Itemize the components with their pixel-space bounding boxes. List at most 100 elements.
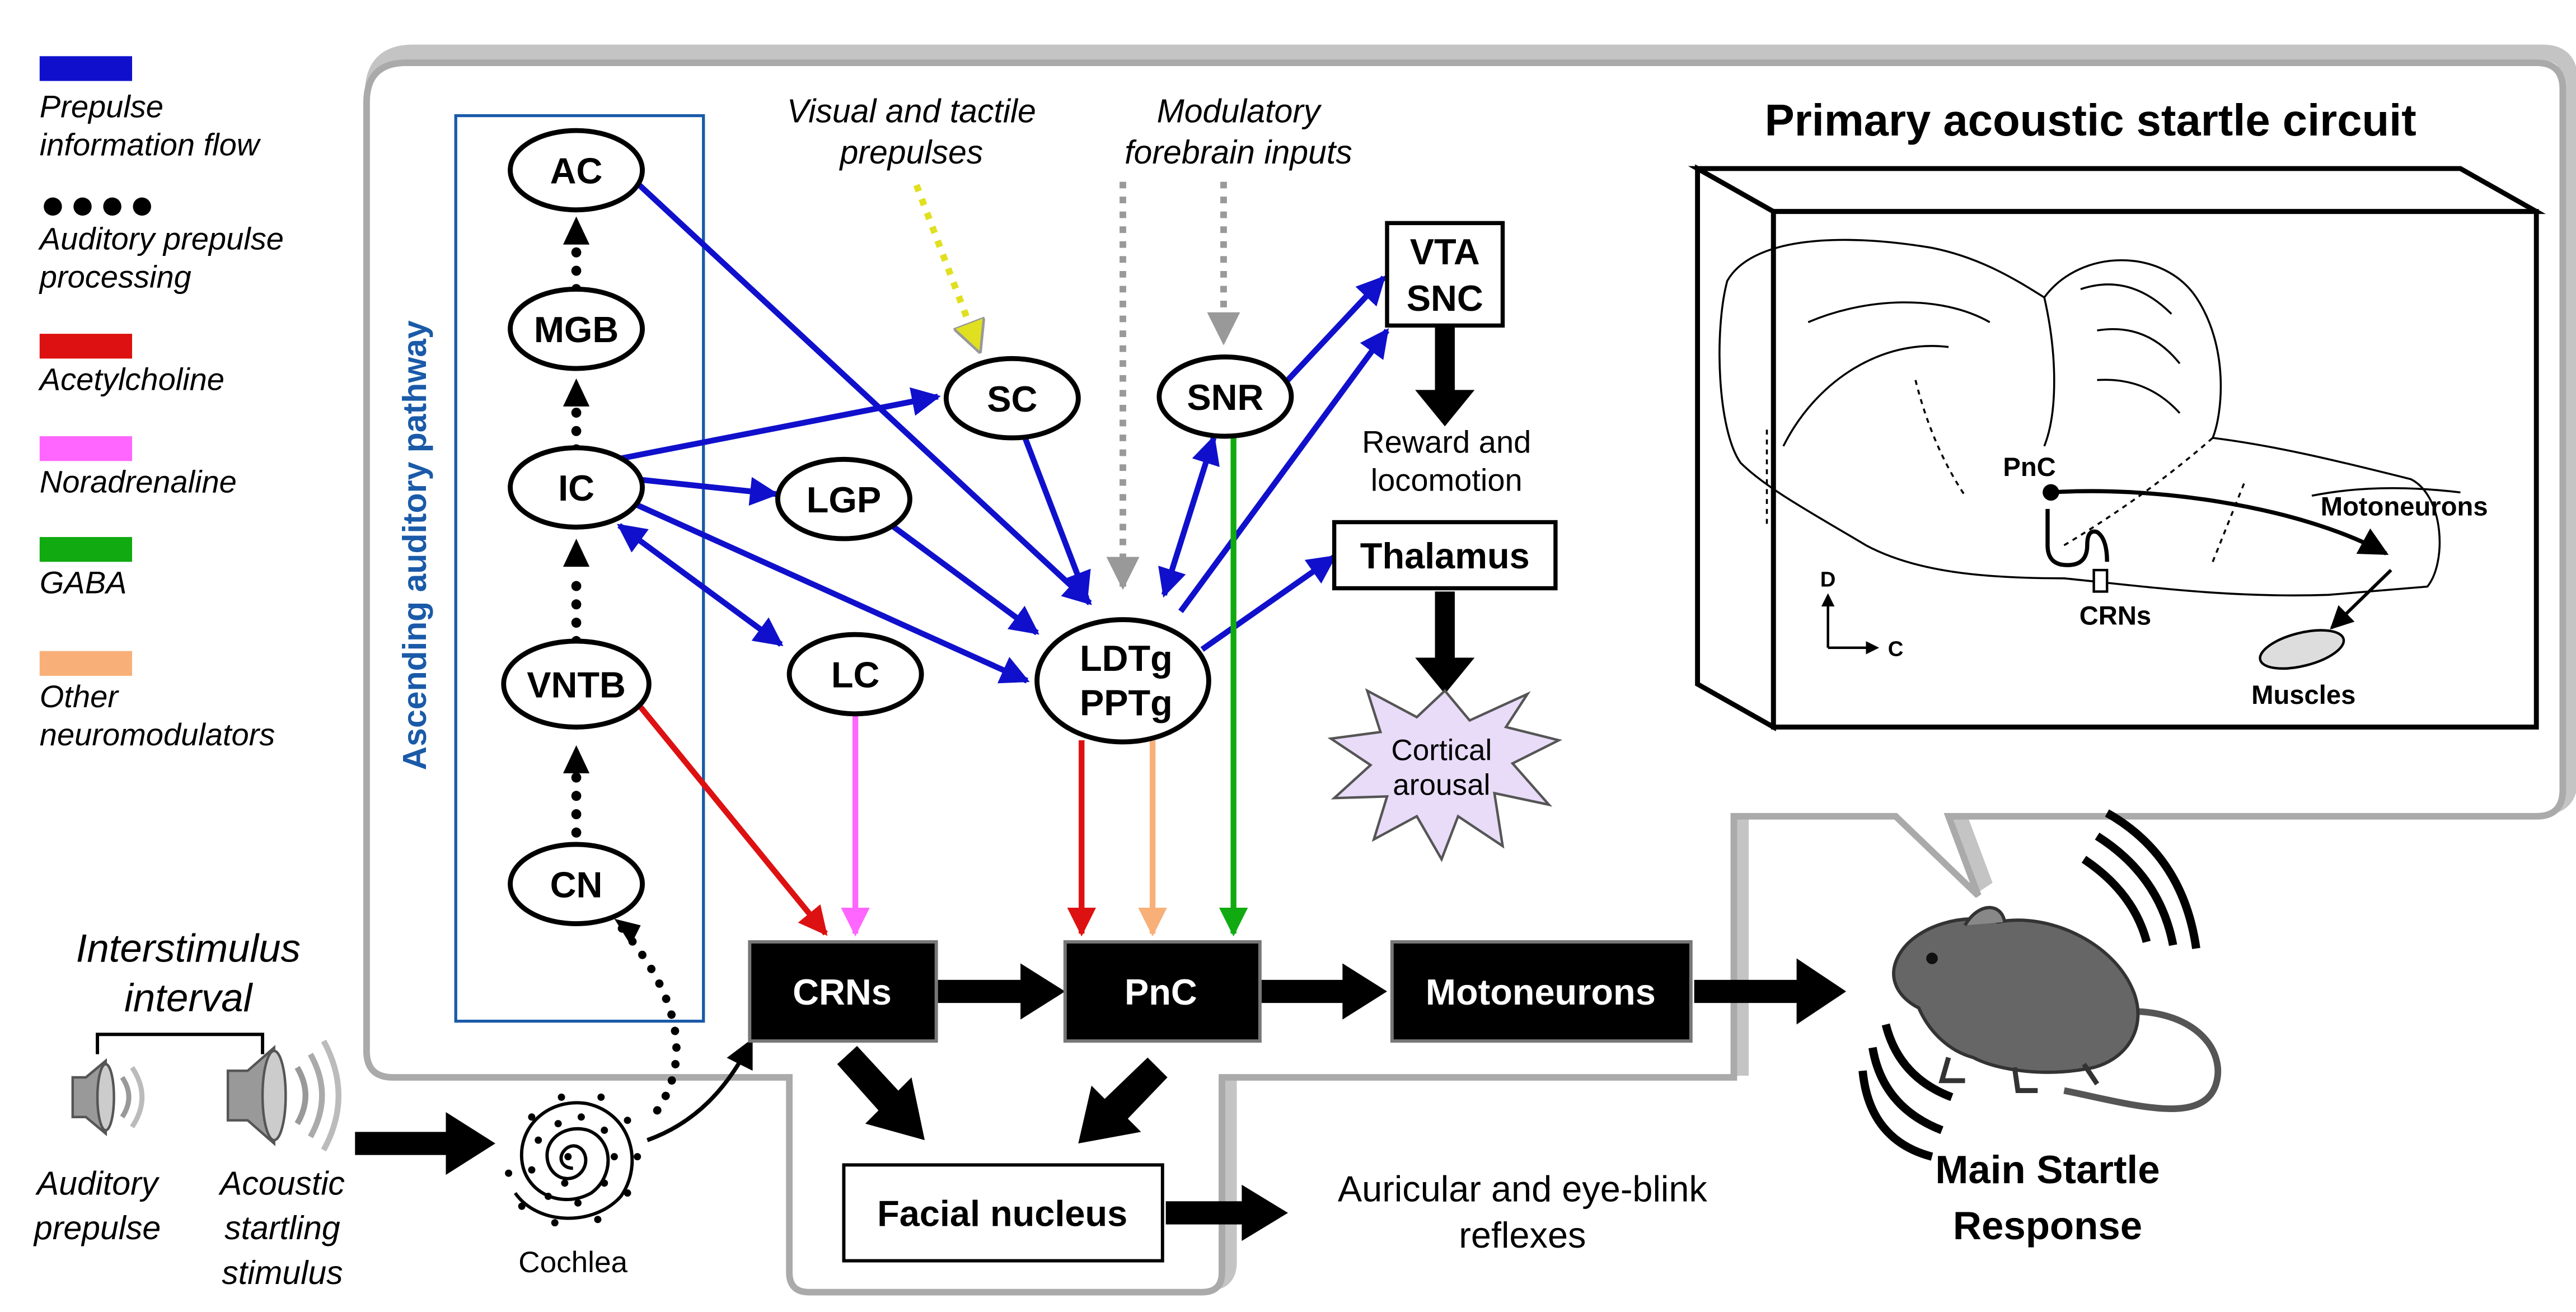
inset-axis-d-label: D — [1820, 568, 1836, 592]
modulatory-input-arrows — [913, 181, 1240, 590]
inset-pnc-to-motoneurons — [2050, 489, 2389, 555]
node-cn: CN — [508, 842, 645, 926]
inset-motoneurons-label: Motoneurons — [2321, 492, 2488, 522]
node-lc: LC — [786, 632, 924, 717]
legend-swatch-other — [39, 651, 132, 676]
node-snc-label: SNC — [1407, 278, 1483, 319]
legend-swatch-prepulse — [39, 56, 132, 81]
motoneurons-to-rat-arrow — [1694, 958, 1847, 1025]
node-pnc-label: PnC — [1125, 972, 1197, 1012]
legend-swatch-gaba — [39, 537, 132, 562]
reward-label-1: Reward and — [1362, 424, 1531, 460]
legend-label-acetylcholine: Acetylcholine — [38, 361, 224, 396]
auditory-processing-arrows — [563, 216, 681, 1115]
inset-startle-circuit: Primary acoustic startle circuit PnC Mot… — [1688, 95, 2546, 731]
annotations: Visual and tactile prepulses Modulatory … — [33, 92, 2160, 1291]
inset-pnc-label: PnC — [2003, 452, 2055, 482]
cochlea-label: Cochlea — [518, 1246, 627, 1279]
node-vta-snc: VTA SNC — [1385, 221, 1505, 328]
isi-label-2: interval — [124, 976, 253, 1020]
inset-title: Primary acoustic startle circuit — [1765, 95, 2416, 145]
inset-axis-c-label: C — [1888, 637, 1904, 661]
brain-sagittal-outline — [1718, 239, 2461, 597]
speaker-large-icon — [226, 1039, 341, 1152]
node-lgp-label: LGP — [807, 479, 881, 520]
inset-muscles-label: Muscles — [2251, 680, 2355, 710]
cochlea-icon — [505, 1093, 641, 1227]
node-crns: CRNs — [748, 940, 938, 1043]
auditory-prepulse-label-1: Auditory — [35, 1165, 160, 1202]
speaker-small-icon — [71, 1058, 144, 1137]
inset-crns-loop — [2045, 508, 2109, 567]
crns-to-pnc-arrow — [938, 963, 1065, 1020]
main-startle-label-1: Main Startle — [1935, 1148, 2160, 1192]
legend-label-other-2: neuromodulators — [40, 717, 275, 752]
node-snr-label: SNR — [1187, 377, 1263, 418]
legend-label-noradrenaline: Noradrenaline — [40, 464, 237, 499]
visual-prepulses-label-1: Visual and tactile — [787, 92, 1036, 129]
thalamus-to-arousal-arrow — [1415, 591, 1475, 694]
cortical-label-1: Cortical — [1391, 734, 1492, 767]
node-lgp: LGP — [775, 456, 912, 541]
inset-box-top — [1688, 166, 2546, 214]
node-crns-label: CRNs — [793, 972, 892, 1012]
node-mgb-label: MGB — [534, 309, 619, 350]
node-thalamus-label: Thalamus — [1360, 535, 1530, 576]
legend-label-prepulse-2: information flow — [40, 127, 261, 162]
node-ac-label: AC — [550, 151, 603, 192]
reflex-label-1: Auricular and eye-blink — [1338, 1168, 1708, 1209]
legend-swatch-noradrenaline — [39, 436, 132, 461]
legend-label-gaba: GABA — [40, 564, 127, 600]
acoustic-stimulus-label-1: Acoustic — [218, 1165, 345, 1202]
stimulus-to-cochlea-arrow — [355, 1112, 495, 1175]
cortical-arousal-burst: Cortical arousal — [1327, 688, 1563, 862]
node-vta-label: VTA — [1410, 231, 1480, 272]
node-sc: SC — [943, 356, 1081, 441]
legend: Prepulse information flow Auditory prepu… — [38, 56, 284, 752]
legend-label-auditory-1: Auditory prepulse — [38, 221, 284, 256]
legend-swatch-dots — [44, 197, 151, 216]
inset-motoneuron-to-muscle — [2330, 568, 2392, 630]
visual-prepulses-label-2: prepulses — [839, 134, 983, 171]
isi-bracket — [96, 1033, 264, 1054]
legend-label-other-1: Other — [40, 679, 119, 714]
inset-crns-label: CRNs — [2079, 601, 2151, 631]
inset-muscle-shape — [2259, 629, 2345, 670]
reflex-label-2: reflexes — [1459, 1215, 1586, 1255]
legend-label-auditory-2: processing — [39, 259, 191, 294]
facial-to-reflex-arrow — [1165, 1184, 1288, 1241]
node-pptg-label: PPTg — [1080, 683, 1173, 723]
vta-to-reward-arrow — [1415, 327, 1475, 427]
main-startle-label-2: Response — [1953, 1204, 2142, 1248]
node-vntb: VNTB — [501, 638, 652, 730]
node-motoneurons-label: Motoneurons — [1426, 972, 1656, 1012]
node-facial-nucleus: Facial nucleus — [842, 1163, 1164, 1263]
node-thalamus: Thalamus — [1332, 520, 1558, 591]
modulatory-inputs-label-2: forebrain inputs — [1125, 134, 1352, 171]
node-lc-label: LC — [831, 655, 879, 695]
acoustic-stimulus-label-3: stimulus — [222, 1254, 343, 1291]
cochlea-to-crns-arrow — [647, 1038, 753, 1142]
node-snr: SNR — [1156, 354, 1294, 439]
node-mgb: MGB — [508, 286, 645, 371]
node-ic: IC — [508, 445, 645, 530]
node-cn-label: CN — [550, 864, 603, 905]
node-facial-label: Facial nucleus — [877, 1193, 1127, 1234]
main-flow-arrows — [355, 327, 1847, 1241]
node-ic-label: IC — [558, 468, 594, 508]
node-pnc: PnC — [1063, 940, 1262, 1043]
inset-axis-arrows — [1826, 603, 1870, 649]
cortical-label-2: arousal — [1393, 768, 1490, 801]
ascending-pathway-label: Ascending auditory pathway — [396, 320, 433, 770]
node-vntb-label: VNTB — [527, 664, 626, 705]
modulatory-inputs-label-1: Modulatory — [1157, 92, 1322, 129]
pnc-to-facial-arrow — [1078, 1057, 1168, 1144]
reward-label-2: locomotion — [1371, 462, 1523, 497]
inset-crns-marker — [2092, 568, 2109, 593]
node-ac: AC — [508, 128, 645, 213]
inset-box-front — [1771, 209, 2539, 730]
rat-icon — [1858, 809, 2222, 1161]
crns-to-facial-arrow — [837, 1045, 925, 1141]
acoustic-stimulus-label-2: startling — [224, 1210, 340, 1246]
